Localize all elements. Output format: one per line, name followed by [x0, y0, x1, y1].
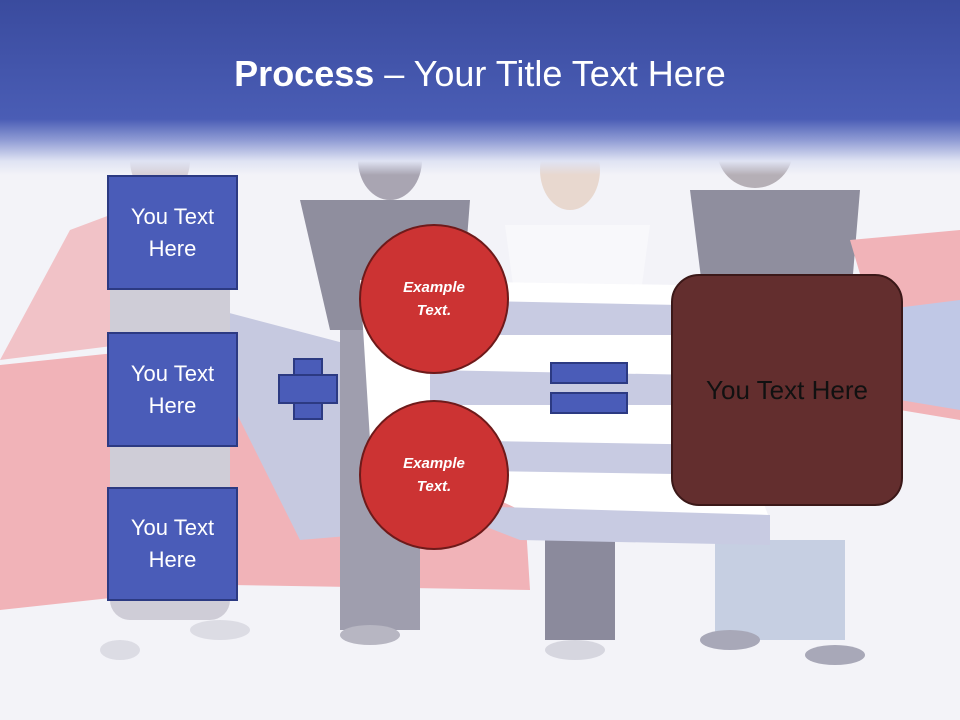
text-box-2[interactable]: You Text Here	[107, 332, 238, 447]
title-bold: Process	[234, 53, 375, 94]
text-box-1[interactable]: You Text Here	[107, 175, 238, 290]
result-box[interactable]: You Text Here	[671, 274, 903, 506]
plus-sign-horizontal	[278, 374, 338, 404]
equals-sign-bottom	[550, 392, 628, 414]
title-rest: – Your Title Text Here	[374, 53, 726, 94]
result-label: You Text Here	[706, 374, 868, 405]
equals-sign-top	[550, 362, 628, 384]
example-circle-2[interactable]: Example Text.	[359, 400, 509, 550]
example-circle-1[interactable]: Example Text.	[359, 224, 509, 374]
text-box-label: You Text Here	[130, 515, 215, 572]
title-banner	[0, 0, 960, 175]
circle-label: Example Text.	[403, 455, 465, 495]
slide-title: Process – Your Title Text Here	[0, 52, 960, 96]
text-box-label: You Text Here	[130, 203, 215, 261]
circle-label: Example Text.	[403, 279, 465, 319]
text-box-label: You Text Here	[130, 360, 215, 418]
text-box-3[interactable]: You Text Here	[107, 487, 238, 601]
